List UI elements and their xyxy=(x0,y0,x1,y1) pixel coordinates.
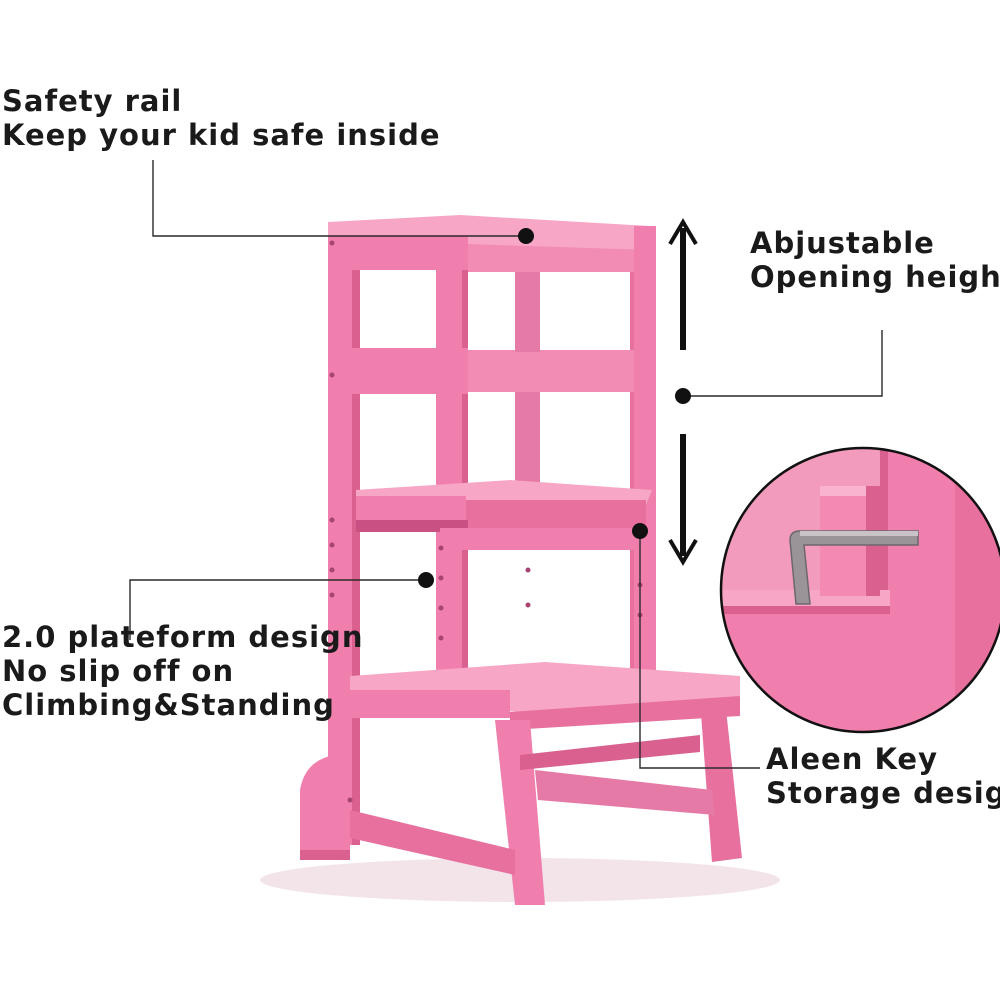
callout-platform-title: 2.0 plateform design xyxy=(2,620,364,654)
callout-platform-desc2: Climbing&Standing xyxy=(2,688,335,722)
callout-adjustable-title: Abjustable xyxy=(750,226,935,260)
callout-safety-title: Safety rail xyxy=(2,84,183,118)
callout-platform-desc1: No slip off on xyxy=(2,654,235,688)
learning-tower xyxy=(260,215,780,905)
callout-safety-desc: Keep your kid safe inside xyxy=(2,118,441,152)
allen-key-zoom xyxy=(719,446,1000,734)
callout-adjustable: Abjustable Opening height xyxy=(750,226,1000,294)
callout-lines xyxy=(129,160,883,769)
callout-key-title: Aleen Key xyxy=(766,742,938,776)
callout-allen-key: Aleen Key Storage design xyxy=(766,742,1000,810)
height-arrows xyxy=(668,218,698,566)
callout-dots xyxy=(418,228,691,588)
callout-key-desc: Storage design xyxy=(766,776,1000,810)
callout-safety-rail: Safety rail Keep your kid safe inside xyxy=(2,84,441,152)
callout-platform: 2.0 plateform design No slip off on Clim… xyxy=(2,620,363,722)
callout-adjustable-desc: Opening height xyxy=(750,260,1000,294)
